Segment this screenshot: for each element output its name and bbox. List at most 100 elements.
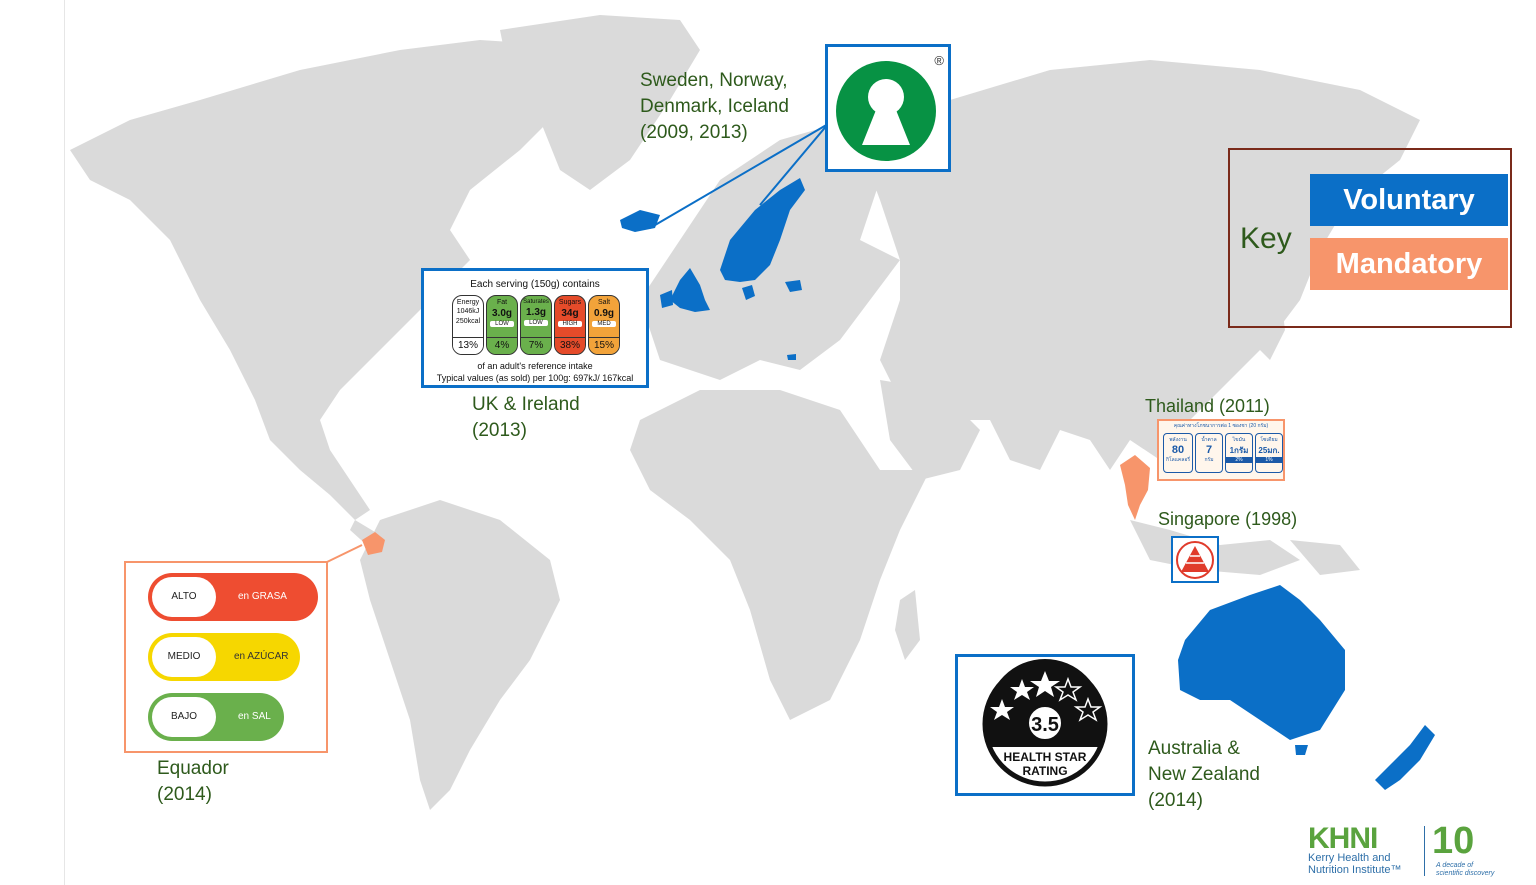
legend-voluntary: Voluntary (1310, 174, 1508, 226)
uk-pill-fat-percent: 4% (487, 337, 517, 354)
ecuador-row-high: ALTO en GRASA (148, 573, 318, 621)
land-japan (1255, 290, 1285, 360)
land-madagascar (895, 590, 920, 660)
thailand-label-header: คุณค่าทางโภชนาการต่อ 1 ซองชา (20 กรัม) (1173, 423, 1269, 429)
uk-pill-salt: Salt 0.9g MED 15% (588, 295, 620, 355)
ecuador-row-low: BAJO en SAL (148, 693, 284, 741)
uk-pill-salt-percent: 15% (589, 337, 619, 354)
uk-label-footer2: Typical values (as sold) per 100g: 697kJ… (436, 373, 634, 383)
annotation-nordic-line3: (2009, 2013) (640, 122, 748, 143)
country-europe-small (787, 354, 796, 360)
mandatory-countries (362, 455, 1150, 555)
uk-label-footer1: of an adult's reference intake (477, 361, 593, 371)
uk-pill-energy-kj: 1046kJ (456, 308, 480, 315)
khni-logo: KHNI (1308, 822, 1378, 855)
logo-divider (1424, 826, 1425, 876)
uk-pill-saturates: Saturates 1.3g LOW 7% (520, 295, 552, 355)
ecuador-label-box: ALTO en GRASA MEDIO en AZÚCAR BAJO en SA… (124, 561, 328, 753)
uk-pill-fat-name: Fat (496, 299, 508, 306)
thailand-cell-sugar-unit: กรัม (1204, 457, 1214, 463)
annotation-ecuador: Equador (2014) (157, 756, 229, 808)
keyhole-label-box: ® (825, 44, 951, 172)
thailand-cell-sodium: โซเดียม 25มก. 1% (1255, 433, 1283, 473)
country-denmark (742, 285, 755, 300)
uk-traffic-light-label: Each serving (150g) contains Energy 1046… (421, 268, 649, 388)
ecuador-row-medium: MEDIO en AZÚCAR (148, 633, 300, 681)
land-south-america (360, 500, 560, 810)
legend-mandatory: Mandatory (1310, 238, 1508, 290)
singapore-label-box (1171, 536, 1219, 583)
legend-title: Key (1240, 222, 1292, 255)
annotation-ecuador-line1: Equador (157, 758, 229, 779)
thailand-cell-sodium-value: 25มก. (1258, 446, 1280, 455)
anniversary-tag1: A decade of (1436, 862, 1474, 869)
uk-pill-sugars-level: HIGH (558, 321, 582, 327)
country-ecuador (362, 532, 385, 555)
land-papua (1290, 540, 1360, 575)
uk-pill-sugars-name: Sugars (558, 299, 582, 306)
land-asia (850, 60, 1420, 470)
land-north-america (70, 40, 600, 520)
health-star-rating-value: 3.5 (1031, 714, 1059, 736)
anniversary-logo: 10 (1432, 820, 1475, 862)
anniversary-tagline: A decade of scientific discovery (1436, 862, 1494, 878)
health-star-label-box: 3.5 HEALTH STAR RATING (955, 654, 1135, 796)
uk-pill-fat: Fat 3.0g LOW 4% (486, 295, 518, 355)
country-ireland (660, 290, 673, 308)
uk-pill-salt-value: 0.9g (593, 308, 614, 319)
land-africa (630, 390, 930, 720)
uk-pill-saturates-percent: 7% (521, 337, 551, 354)
ecuador-row-low-level: BAJO (152, 697, 216, 737)
annotation-uk-line1: UK & Ireland (472, 394, 580, 415)
thailand-cell-fat-label: ไขมัน (1232, 437, 1246, 443)
uk-pill-fat-value: 3.0g (491, 308, 512, 319)
khni-logo-line2: Nutrition Institute™ (1308, 864, 1402, 876)
thailand-cell-sugar-label: น้ำตาล (1201, 437, 1217, 443)
uk-pill-sugars-percent: 38% (555, 337, 585, 354)
registered-mark: ® (934, 53, 944, 68)
country-lithuania (785, 280, 802, 292)
country-thailand (1120, 455, 1150, 520)
ecuador-row-high-nutrient: en GRASA (238, 591, 287, 602)
annotation-australia-line1: Australia & (1148, 738, 1240, 759)
healthier-choice-pyramid-icon (1176, 541, 1214, 579)
voluntary-countries (620, 178, 1435, 790)
khni-logo-line1: Kerry Health and (1308, 852, 1391, 864)
annotation-australia-line3: (2014) (1148, 790, 1203, 811)
thailand-cell-fat-value: 1กรัม (1229, 446, 1249, 455)
health-star-line2: RATING (1022, 764, 1067, 778)
annotation-thailand-line1: Thailand (2011) (1145, 396, 1270, 416)
annotation-nordic-line1: Sweden, Norway, (640, 70, 788, 91)
annotation-ecuador-line2: (2014) (157, 784, 212, 805)
khni-logo-subtitle: Kerry Health and Nutrition Institute™ (1308, 852, 1402, 876)
thailand-cell-fat-unit: 2% (1226, 457, 1252, 463)
uk-pill-energy-percent: 13% (453, 337, 483, 354)
star-icons (990, 671, 1103, 722)
legend-box (1228, 148, 1512, 328)
thailand-cell-sodium-unit: 1% (1256, 457, 1282, 463)
annotation-singapore: Singapore (1998) (1158, 506, 1297, 532)
uk-pill-energy-kcal: 250kcal (455, 318, 481, 325)
uk-pill-fat-level: LOW (490, 321, 514, 327)
thailand-cell-fat: ไขมัน 1กรัม 2% (1225, 433, 1253, 473)
uk-pill-energy: Energy 1046kJ 250kcal 13% (452, 295, 484, 355)
annotation-australia: Australia & New Zealand (2014) (1148, 736, 1260, 814)
country-australia (1178, 585, 1345, 740)
country-norway-sweden (720, 178, 805, 282)
annotation-nordic-line2: Denmark, Iceland (640, 96, 789, 117)
thailand-cell-energy-unit: กิโลแคลอรี่ (1165, 457, 1191, 463)
uk-pill-saturates-value: 1.3g (525, 307, 546, 318)
connector-nordic-2 (759, 123, 829, 206)
thailand-cell-sugar-value: 7 (1205, 444, 1213, 456)
ecuador-row-low-nutrient: en SAL (238, 711, 271, 722)
thailand-cell-sugar: น้ำตาล 7 กรัม (1195, 433, 1223, 473)
ecuador-row-medium-level: MEDIO (152, 637, 216, 677)
thailand-cell-energy-value: 80 (1171, 444, 1185, 456)
connector-lines (326, 123, 829, 563)
uk-pill-salt-level: MED (592, 321, 616, 327)
uk-pill-sugars: Sugars 34g HIGH 38% (554, 295, 586, 355)
health-star-rating-icon: 3.5 HEALTH STAR RATING (982, 659, 1108, 787)
ecuador-row-medium-nutrient: en AZÚCAR (234, 651, 289, 662)
ecuador-row-high-level: ALTO (152, 577, 216, 617)
